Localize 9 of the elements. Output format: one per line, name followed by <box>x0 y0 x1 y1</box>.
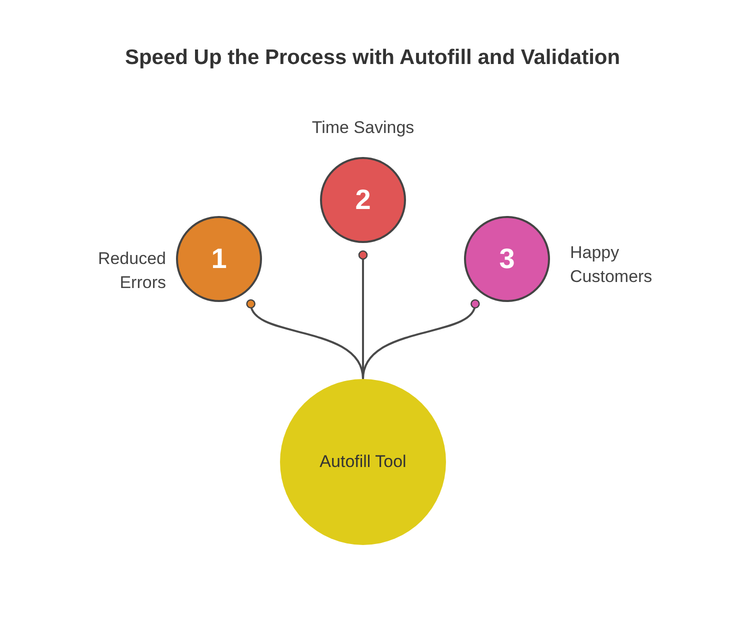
node-caption: Reduced Errors <box>96 248 166 294</box>
connector-line <box>362 299 480 380</box>
node-caption: Time Savings <box>310 117 416 139</box>
node-label: Autofill Tool <box>320 452 406 472</box>
step-number: 1 <box>211 243 227 275</box>
diagram-title: Speed Up the Process with Autofill and Validation <box>124 46 622 70</box>
node-caption: Happy Customers <box>570 242 654 288</box>
step-number: 3 <box>499 243 515 275</box>
step-number: 2 <box>355 184 371 216</box>
